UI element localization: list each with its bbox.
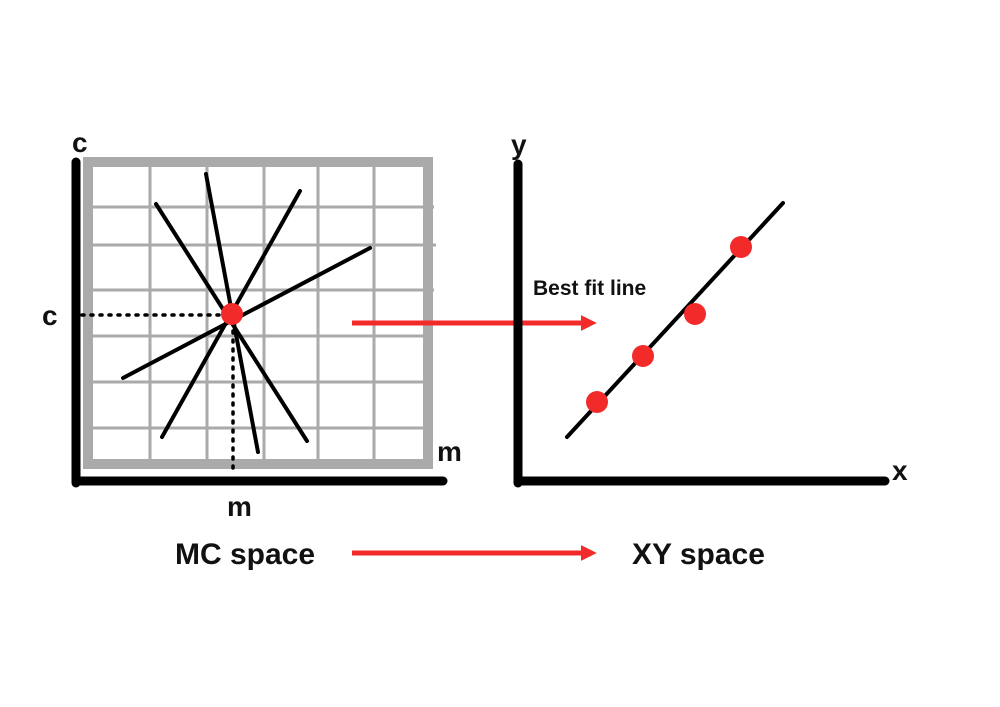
xy-y-axis-label: y (511, 129, 527, 160)
xy-x-axis-label: x (892, 455, 908, 486)
mc-axis-top-label: c (72, 127, 88, 158)
mc-point-c-label: c (42, 300, 58, 331)
xy-data-point (586, 391, 608, 413)
mc-line (121, 246, 372, 380)
mc-line-bundle (121, 172, 372, 454)
xy-data-point (730, 236, 752, 258)
xy-data-point (684, 303, 706, 325)
mc-space-caption: MC space (175, 538, 315, 571)
mc-space-panel: c m c m (42, 127, 462, 522)
mc-intersection-point (221, 303, 243, 325)
xy-space-caption: XY space (632, 538, 765, 571)
mc-grid (83, 157, 436, 469)
best-fit-line-annotation: Best fit line (533, 277, 646, 300)
xy-space-panel: y x Best fit line (511, 129, 908, 488)
xy-data-points (586, 236, 752, 413)
mc-point-m-label: m (227, 491, 252, 522)
mc-axis-right-label: m (437, 436, 462, 467)
xy-data-point (632, 345, 654, 367)
mc-grid-frame (83, 157, 433, 469)
